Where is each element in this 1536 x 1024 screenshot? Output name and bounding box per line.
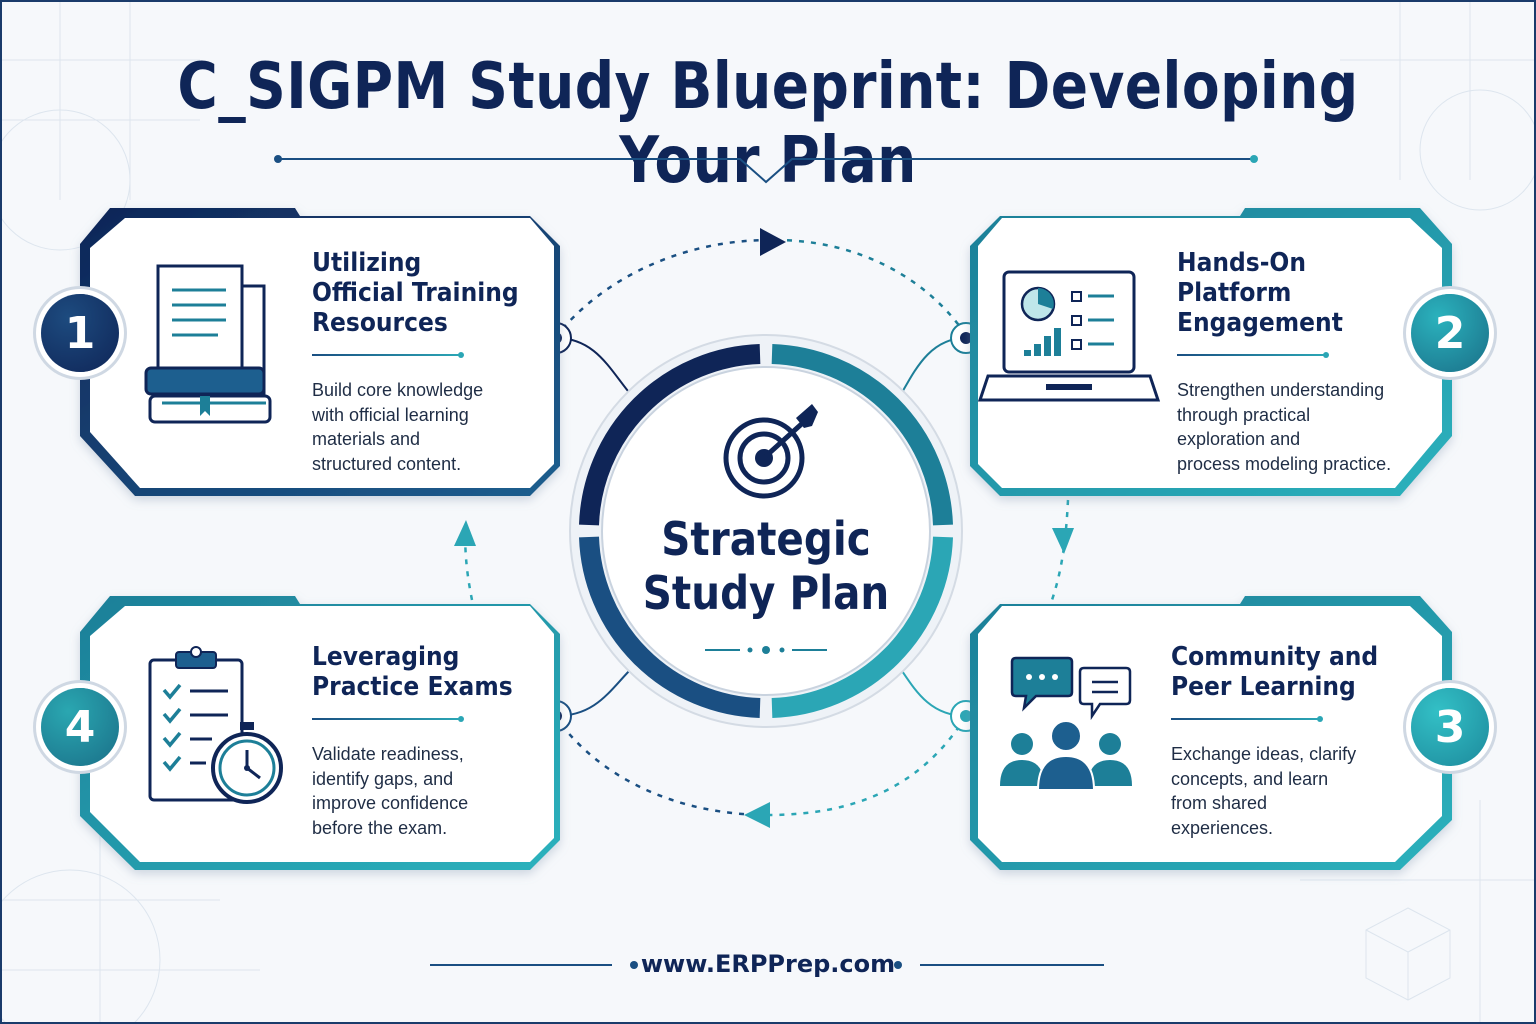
step-card-4: Leveraging Practice Exams Validate readi… xyxy=(312,642,535,840)
center-title: Strategic Study Plan xyxy=(642,512,890,620)
page-title: C_SIGPM Study Blueprint: Developing Your… xyxy=(177,50,1359,198)
step-badge-2: 2 xyxy=(1411,294,1489,372)
step-title-2: Hands-On Platform Engagement xyxy=(1177,248,1343,338)
step-rule-4 xyxy=(312,716,464,722)
step-title-3: Community and Peer Learning xyxy=(1171,642,1379,702)
step-title-4: Leveraging Practice Exams xyxy=(312,642,513,702)
step-description-1: Build core knowledge with official learn… xyxy=(312,380,484,474)
step-description-3: Exchange ideas, clarify concepts, and le… xyxy=(1171,744,1357,838)
footer-website[interactable]: www.ERPPrep.com xyxy=(640,950,896,978)
step-badge-4: 4 xyxy=(41,688,119,766)
step-badge-3: 3 xyxy=(1411,688,1489,766)
step-rule-1 xyxy=(312,352,464,358)
step-rule-3 xyxy=(1171,716,1323,722)
step-title-1: Utilizing Official Training Resources xyxy=(312,248,519,338)
step-card-1: Utilizing Official Training Resources Bu… xyxy=(312,248,542,476)
step-card-2: Hands-On Platform Engagement Strengthen … xyxy=(1177,248,1391,476)
step-description-2: Strengthen understanding through practic… xyxy=(1177,380,1392,474)
step-rule-2 xyxy=(1177,352,1329,358)
step-badge-1: 1 xyxy=(41,294,119,372)
step-card-3: Community and Peer Learning Exchange ide… xyxy=(1171,642,1401,840)
step-description-4: Validate readiness, identify gaps, and i… xyxy=(312,744,469,838)
